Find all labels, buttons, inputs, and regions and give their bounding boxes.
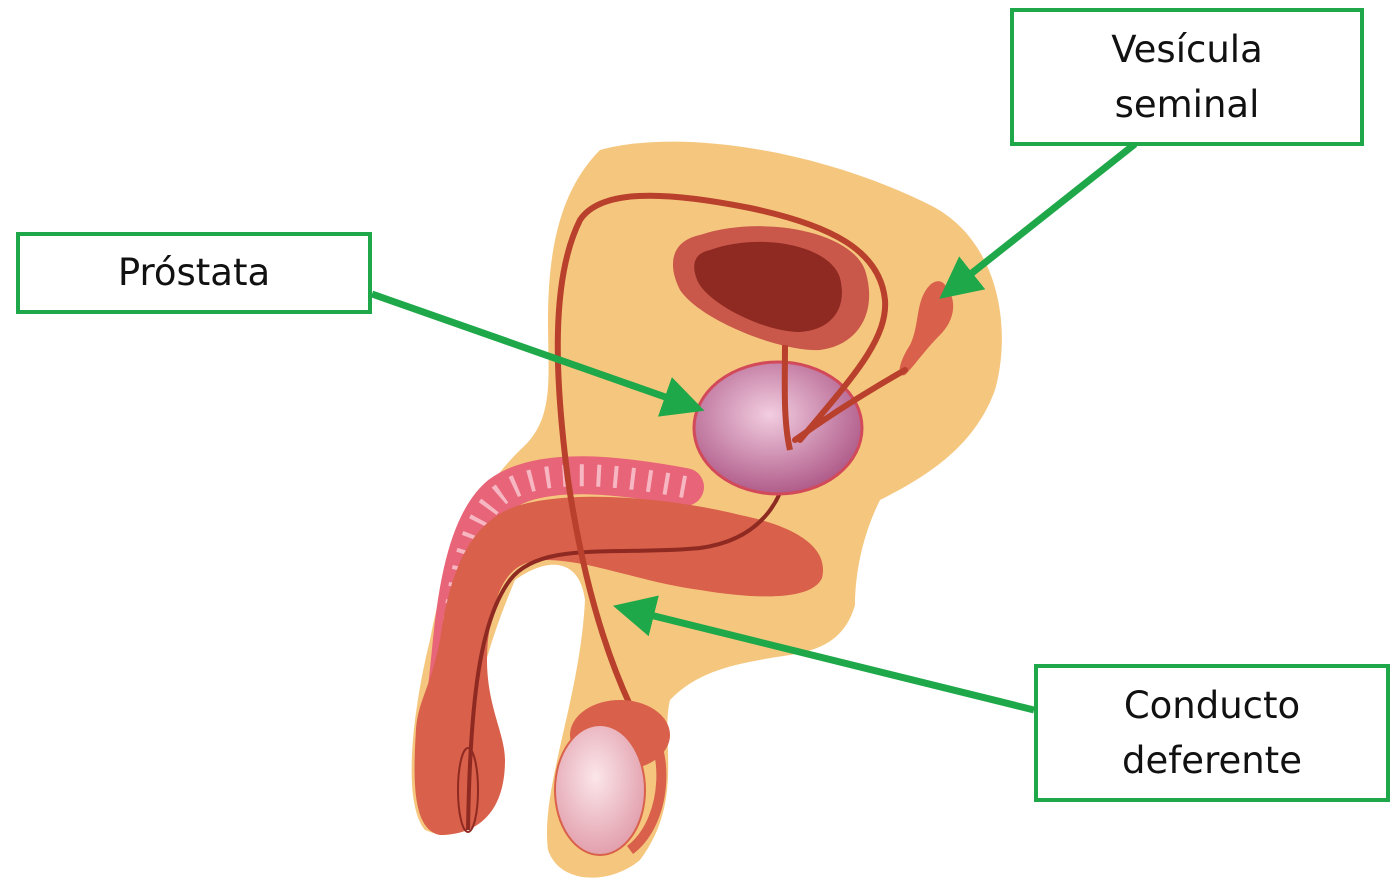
prostate	[694, 362, 862, 494]
label-prostata: Próstata	[16, 232, 372, 314]
label-vesicula-seminal: Vesícula seminal	[1010, 8, 1364, 146]
label-conducto-deferente: Conducto deferente	[1034, 664, 1390, 802]
arrow-vesicula	[953, 144, 1135, 288]
testis	[555, 725, 645, 855]
